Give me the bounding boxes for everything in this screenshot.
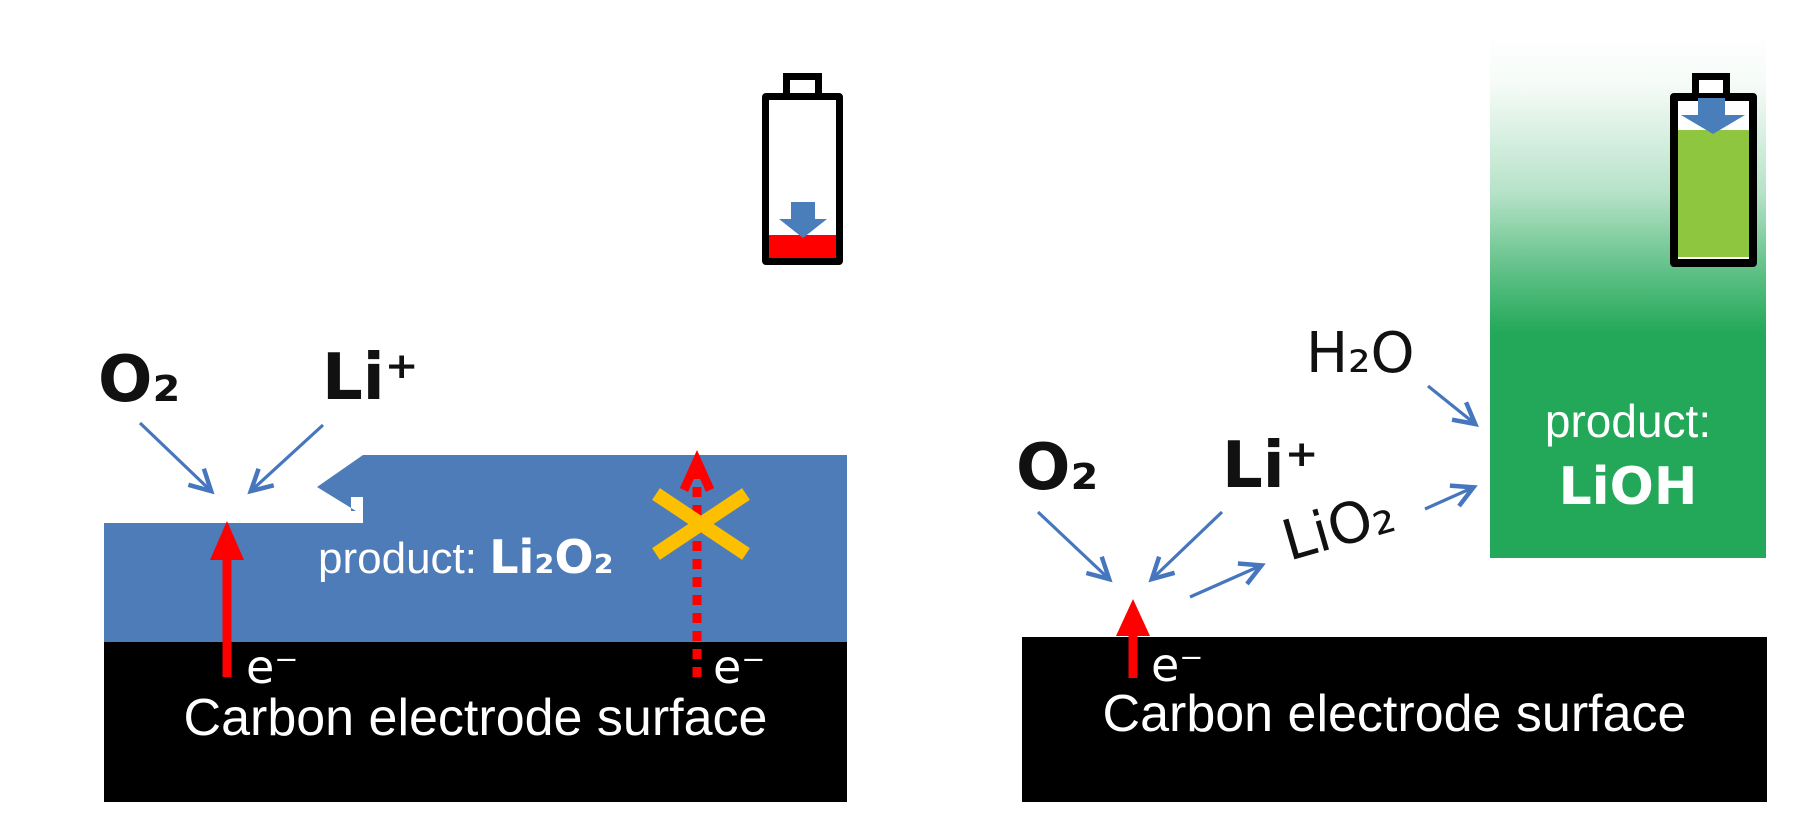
battery-charged-arrow-icon xyxy=(1681,98,1745,134)
blocked-electron-label: e⁻ xyxy=(713,640,766,694)
product-growth-arrow xyxy=(317,455,363,511)
left-o2-label: O₂ xyxy=(98,343,181,417)
left-product-formula: Li₂O₂ xyxy=(489,530,614,584)
h2o-to-product-arrow xyxy=(1426,384,1479,427)
right-li-arrow xyxy=(1148,510,1224,583)
blocked-electron-arrow xyxy=(679,449,715,677)
left-product-label: product: Li₂O₂ xyxy=(318,534,614,581)
battery-low-arrow-icon xyxy=(779,202,827,238)
left-electron-label: e⁻ xyxy=(246,640,299,694)
battery-charged-fill xyxy=(1678,130,1749,257)
h2o-label: H₂O xyxy=(1306,321,1415,386)
right-product-label: product: LiOH xyxy=(1490,390,1766,522)
left-electrode-label: Carbon electrode surface xyxy=(183,689,768,747)
battery-low-charge-bar xyxy=(769,235,836,258)
left-li-label: Li⁺ xyxy=(322,341,419,415)
right-o2-arrow xyxy=(1036,510,1113,583)
right-product-formula: LiOH xyxy=(1558,457,1698,518)
left-product-prefix: product: xyxy=(318,534,490,583)
left-o2-arrow xyxy=(138,421,215,495)
left-li-arrow xyxy=(247,423,325,495)
right-electrode-label: Carbon electrode surface xyxy=(1102,685,1687,743)
right-li-label: Li⁺ xyxy=(1222,429,1319,503)
left-electron-arrow xyxy=(210,521,244,677)
lio2-to-product-arrow xyxy=(1424,483,1478,511)
right-o2-label: O₂ xyxy=(1016,431,1099,505)
crossed-out-x-icon xyxy=(652,488,750,560)
right-electron-label: e⁻ xyxy=(1151,638,1204,692)
to-lio2-arrow xyxy=(1189,561,1266,599)
right-carbon-electrode xyxy=(1022,637,1767,802)
right-electron-arrow xyxy=(1116,599,1150,678)
right-product-prefix: product: xyxy=(1544,395,1712,447)
